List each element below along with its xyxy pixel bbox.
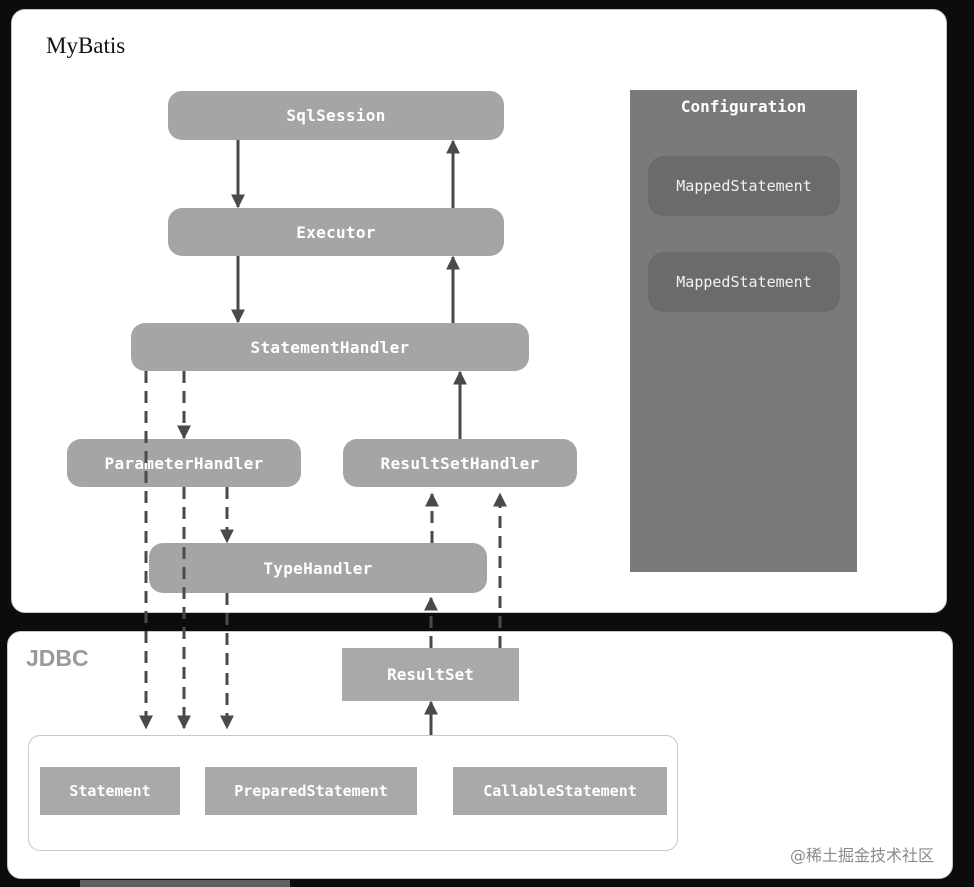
mapped-statement-box: MappedStatement [648,252,840,312]
sqlsession-box: SqlSession [168,91,504,140]
statementhandler-box: StatementHandler [131,323,529,371]
resultsethandler-box: ResultSetHandler [343,439,577,487]
executor-box: Executor [168,208,504,256]
parameterhandler-box: ParameterHandler [67,439,301,487]
jdbc-title: JDBC [26,645,89,671]
statement-box: Statement [40,767,180,815]
typehandler-box: TypeHandler [149,543,487,593]
resultset-box: ResultSet [342,648,519,701]
cropped-caption-fragment [80,880,290,887]
mapped-statement-box: MappedStatement [648,156,840,216]
watermark: @稀土掘金技术社区 [790,846,935,865]
mybatis-title: MyBatis [46,33,126,58]
configuration-title: Configuration [680,97,807,116]
callablestatement-box: CallableStatement [453,767,667,815]
preparedstatement-box: PreparedStatement [205,767,417,815]
